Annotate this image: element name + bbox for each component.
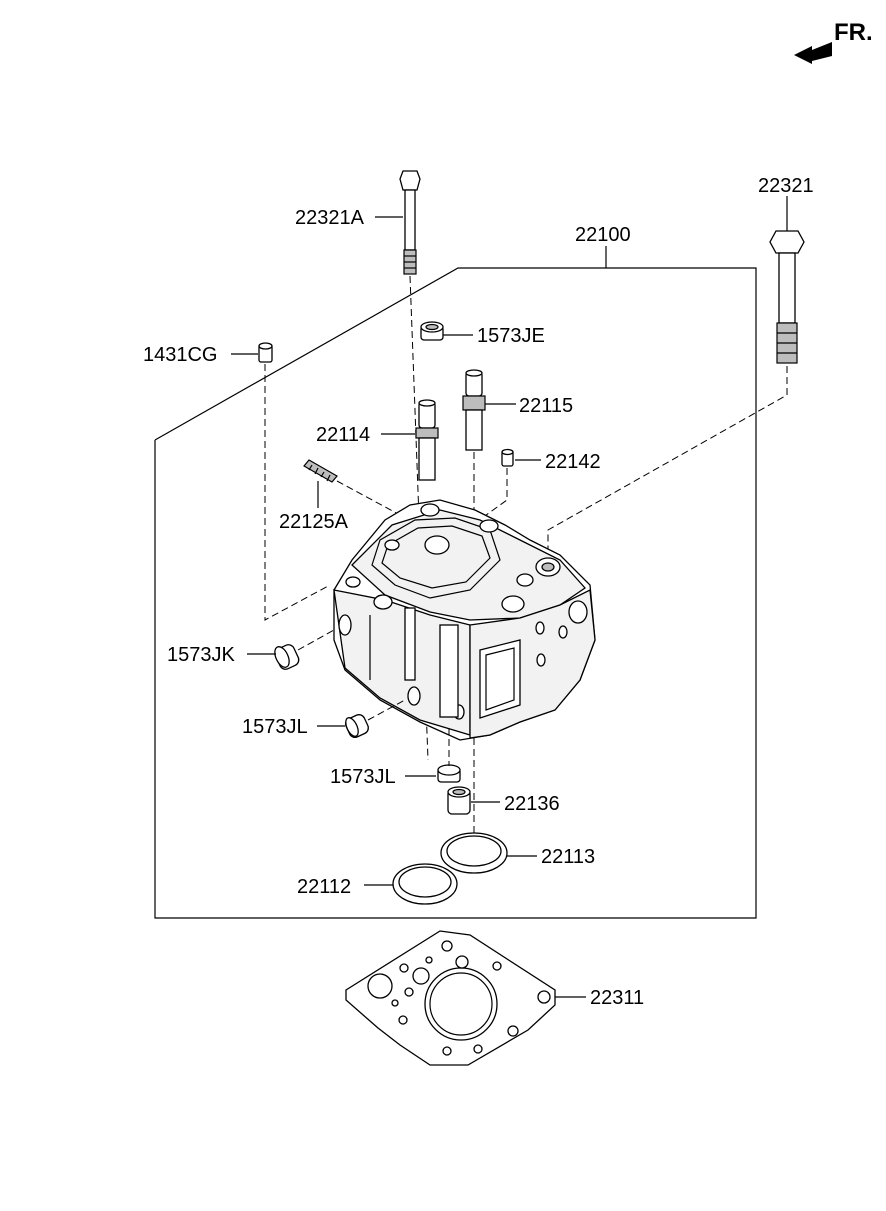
label-22321: 22321 <box>758 175 814 197</box>
label-22311: 22311 <box>590 987 644 1009</box>
label-22125a: 22125A <box>279 511 349 533</box>
label-22115: 22115 <box>519 395 573 417</box>
part-pin-22142[interactable] <box>481 448 514 519</box>
label-1573jl-front: 1573JL <box>242 716 308 738</box>
direction-label: FR. <box>834 19 873 46</box>
label-22112: 22112 <box>297 876 351 898</box>
part-bolt-22321[interactable] <box>547 230 805 560</box>
part-plug-1573jl-small[interactable] <box>437 728 461 783</box>
part-valve-seat-22112[interactable] <box>392 863 458 905</box>
label-22136: 22136 <box>504 793 560 815</box>
label-22114: 22114 <box>316 424 370 446</box>
front-direction-arrow-icon <box>794 42 832 64</box>
part-valve-seat-22113[interactable] <box>440 832 508 874</box>
part-dowel-1431cg[interactable] <box>258 342 331 621</box>
part-stud-22125a[interactable] <box>303 459 401 516</box>
part-valve-guide-22114[interactable] <box>415 399 439 481</box>
front-direction-indicator: FR. <box>794 19 873 64</box>
part-insert-22136[interactable] <box>447 786 471 815</box>
part-gasket-22311[interactable] <box>345 930 556 1066</box>
part-plug-1573je[interactable] <box>420 321 444 341</box>
label-1573jl-small: 1573JL <box>330 766 396 788</box>
assembly-frame: 22100 <box>154 224 757 919</box>
part-valve-guide-22115[interactable] <box>462 369 486 848</box>
label-1573jk: 1573JK <box>167 644 235 666</box>
label-22113: 22113 <box>541 846 595 868</box>
label-22142: 22142 <box>545 451 601 473</box>
part-cylinder-head[interactable] <box>333 499 596 741</box>
label-1431cg: 1431CG <box>143 344 218 366</box>
part-plug-1573jl-front[interactable] <box>343 699 406 739</box>
label-22321a: 22321A <box>295 207 365 229</box>
label-22100: 22100 <box>575 224 631 246</box>
part-plug-1573jk[interactable] <box>272 629 335 671</box>
label-1573je: 1573JE <box>477 325 545 347</box>
